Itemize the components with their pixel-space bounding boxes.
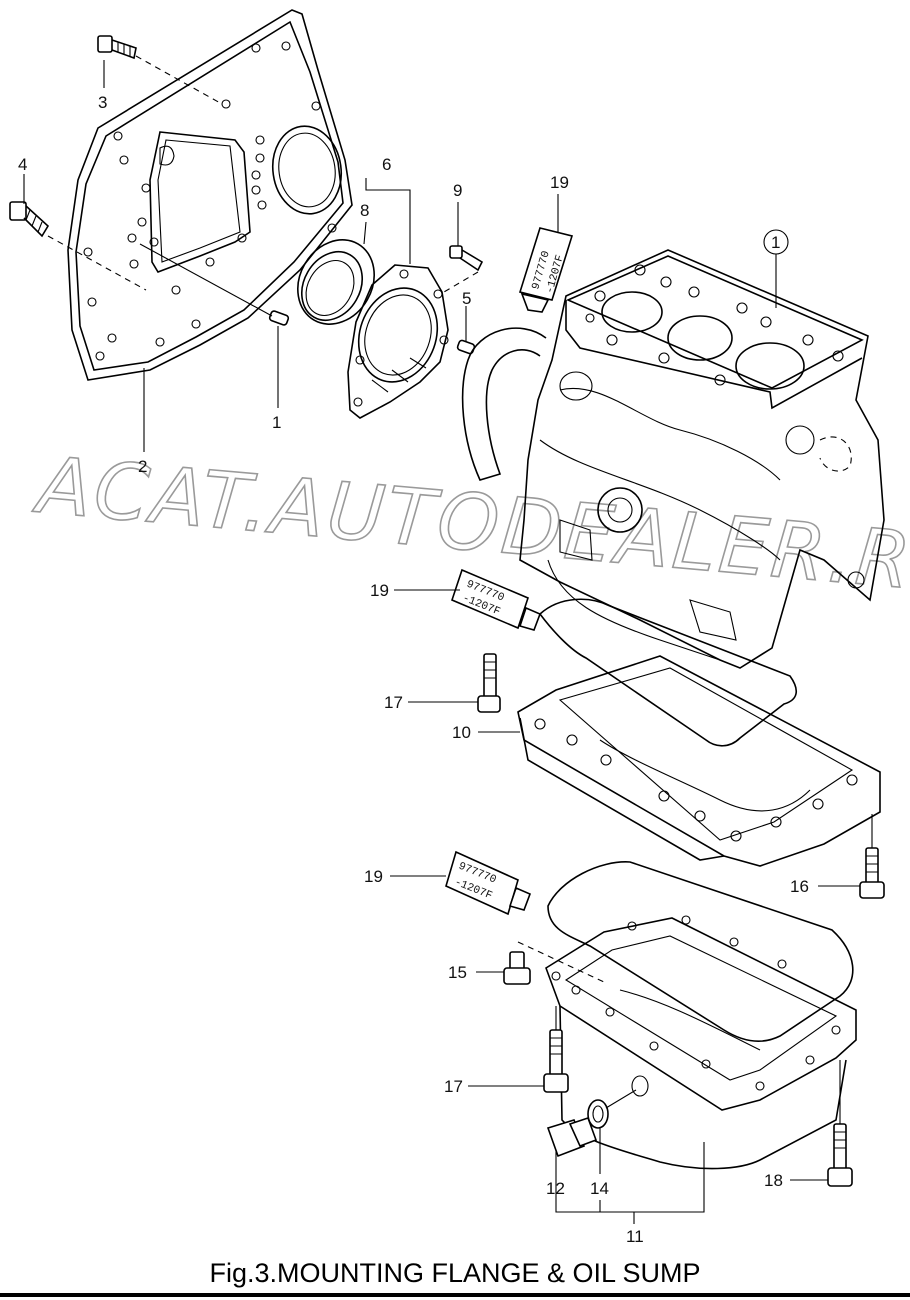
sealant-tube-top: 977770 -1207F — [518, 227, 574, 313]
bolt-4 — [9, 201, 147, 291]
callout-14: 14 — [590, 1179, 609, 1198]
bolt-16 — [859, 814, 885, 899]
sealant-bead-upper-pan — [538, 598, 797, 747]
callout-8: 8 — [360, 201, 369, 220]
bolt-9 — [443, 245, 484, 293]
bolt-17-lower — [543, 1006, 569, 1093]
callout-16: 16 — [790, 877, 809, 896]
callout-1-circled: 1 — [771, 233, 780, 252]
sealant-bead-lower — [547, 861, 854, 1042]
callout-3: 3 — [98, 93, 107, 112]
callout-1: 1 — [272, 413, 281, 432]
dowel-pin — [139, 243, 290, 326]
upper-oil-pan — [517, 655, 881, 867]
bolt-15 — [503, 941, 605, 985]
callout-17-upper: 17 — [384, 693, 403, 712]
bolt-18 — [827, 1060, 853, 1187]
callout-15: 15 — [448, 963, 467, 982]
callouts: 1 1 2 3 4 5 6 8 9 10 11 12 14 15 16 17 1… — [18, 93, 809, 1246]
callout-11: 11 — [626, 1227, 644, 1246]
callout-19-lower: 19 — [364, 867, 383, 886]
bolt-3 — [97, 35, 223, 105]
drain-gasket — [587, 1089, 637, 1129]
callout-10: 10 — [452, 723, 471, 742]
drain-plug — [546, 1116, 598, 1158]
sealant-bead-rear — [461, 327, 547, 481]
callout-9: 9 — [453, 181, 462, 200]
cylinder-block — [519, 249, 885, 669]
callout-12: 12 — [546, 1179, 565, 1198]
callout-17-lower: 17 — [444, 1077, 463, 1096]
callout-5: 5 — [462, 289, 471, 308]
sealant-tube-middle: 977770 -1207F — [451, 568, 542, 631]
mounting-flange-plate — [67, 9, 353, 381]
callout-19-top: 19 — [550, 173, 569, 192]
bottom-rule — [0, 1293, 910, 1297]
callout-6: 6 — [382, 155, 391, 174]
sealant-tube-lower: 977770 -1207F — [445, 850, 532, 916]
figure-caption: Fig.3.MOUNTING FLANGE & OIL SUMP — [209, 1258, 701, 1288]
oil-sump — [545, 915, 857, 1170]
callout-19-middle: 19 — [370, 581, 389, 600]
oil-seal-case — [347, 264, 449, 419]
bolt-17-upper — [477, 653, 501, 713]
callout-2: 2 — [138, 457, 147, 476]
oil-seal — [297, 239, 375, 325]
callout-4: 4 — [18, 155, 27, 174]
callout-18: 18 — [764, 1171, 783, 1190]
leader-lines — [23, 60, 860, 1224]
